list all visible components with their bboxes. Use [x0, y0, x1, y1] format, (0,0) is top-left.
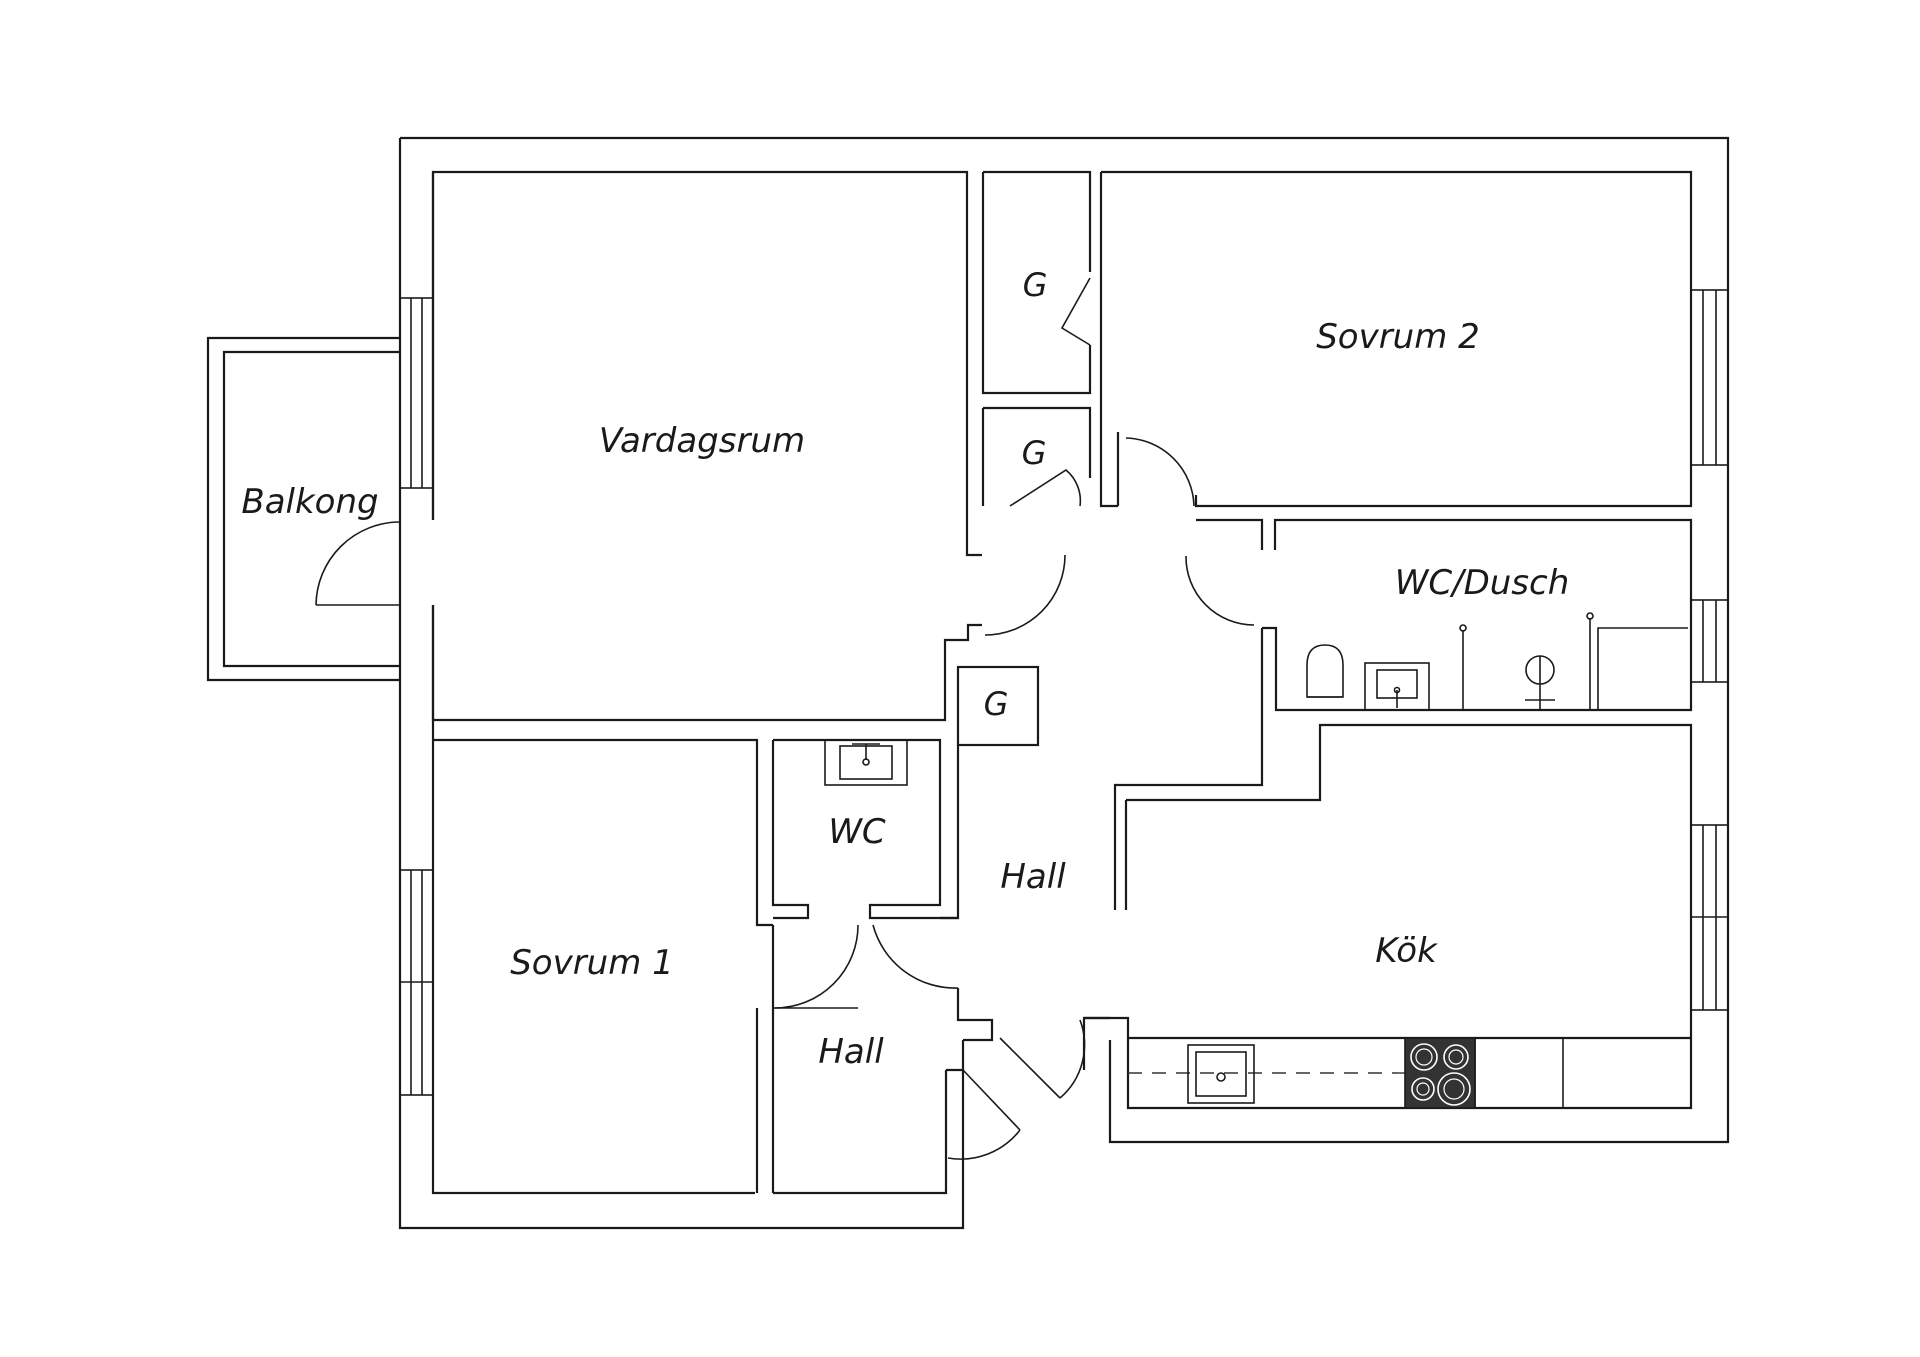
living-room-walls	[431, 170, 982, 722]
room-label-vardagsrum: Vardagsrum	[599, 421, 805, 461]
balcony	[206, 336, 400, 682]
room-label-hall-main: Hall	[1000, 857, 1066, 897]
bedroom-2-walls	[1099, 170, 1693, 508]
window-kitchen	[1690, 824, 1729, 1011]
room-label-wc-dusch: WC/Dusch	[1395, 563, 1570, 603]
bathroom-walls	[1113, 518, 1693, 910]
hall-door	[872, 924, 959, 989]
room-label-hall-entry: Hall	[818, 1032, 884, 1072]
kitchen-walls	[1082, 723, 1693, 1110]
stove-icon	[1404, 1037, 1476, 1109]
bathroom-sink-icon	[1364, 662, 1430, 711]
bedroom-1-walls	[433, 738, 775, 1193]
window-bedroom-2	[1690, 289, 1729, 466]
wc-sink-icon	[824, 739, 908, 786]
wc-walls	[771, 738, 958, 920]
bathtub-icon	[1597, 627, 1688, 710]
shower-head-icon	[1525, 655, 1555, 710]
room-label-sovrum-2: Sovrum 2	[1316, 317, 1480, 357]
entry-inner-door	[999, 1019, 1086, 1099]
room-label-wc: WC	[828, 812, 886, 852]
closet-top	[981, 170, 1092, 395]
closet-label-lower: G	[984, 685, 1009, 723]
toilet-icon	[1306, 644, 1344, 698]
room-label-balkong: Balkong	[241, 482, 378, 522]
room-label-kok: Kök	[1375, 931, 1438, 971]
balcony-door	[315, 521, 401, 606]
closet-label-middle: G	[1022, 434, 1047, 472]
living-room-door	[984, 554, 1066, 636]
closet-lower	[956, 665, 1040, 747]
front-door	[947, 1069, 1021, 1160]
entry-hall-walls	[946, 988, 1110, 1072]
window-bathroom	[1690, 599, 1729, 683]
exterior-walls	[398, 136, 1730, 1230]
room-label-sovrum-1: Sovrum 1	[510, 943, 674, 983]
shower-rod-icon	[1459, 612, 1594, 710]
closet-middle	[981, 406, 1092, 507]
kitchen-sink-icon	[1187, 1044, 1255, 1104]
closet-label-top: G	[1023, 266, 1048, 304]
window-bedroom-1	[399, 869, 434, 1096]
bedroom-1-door	[773, 924, 859, 1009]
window-living-room	[399, 297, 434, 489]
